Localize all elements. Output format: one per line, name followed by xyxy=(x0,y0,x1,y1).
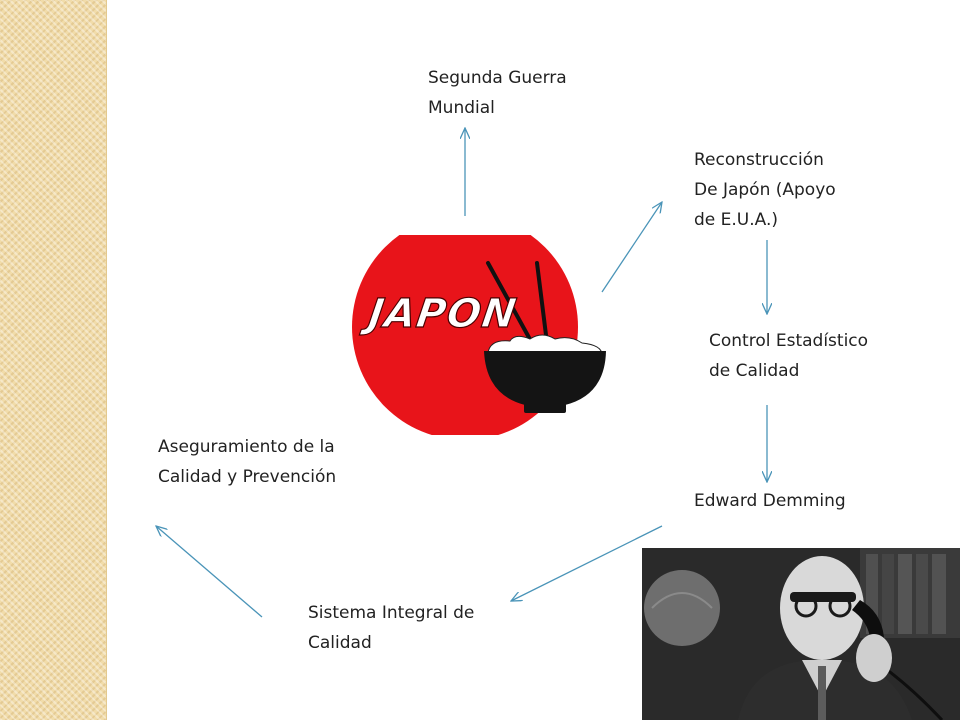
chopsticks-icon xyxy=(486,261,549,345)
node-segunda-guerra: Segunda Guerra Mundial xyxy=(428,68,567,118)
node-control-estadistico: Control Estadístico de Calidad xyxy=(709,331,869,381)
arrow-to-aseguramiento xyxy=(156,526,263,618)
decorative-side-strip xyxy=(0,0,107,720)
japon-logo: JAPON xyxy=(352,235,606,435)
edward-demming-photo xyxy=(642,548,960,720)
node-sistema-integral: Sistema Integral de Calidad xyxy=(308,603,475,653)
japon-logo-text: JAPON xyxy=(359,291,520,337)
arrow-to-sistema-integral xyxy=(511,525,663,601)
rice-bowl-icon xyxy=(484,334,606,413)
node-aseguramiento: Aseguramiento de la Calidad y Prevención xyxy=(158,437,337,487)
node-reconstruccion: Reconstrucción De Japón (Apoyo de E.U.A.… xyxy=(694,150,836,230)
node-edward-demming: Edward Demming xyxy=(694,491,846,511)
arrow-to-reconstruccion xyxy=(601,202,662,293)
